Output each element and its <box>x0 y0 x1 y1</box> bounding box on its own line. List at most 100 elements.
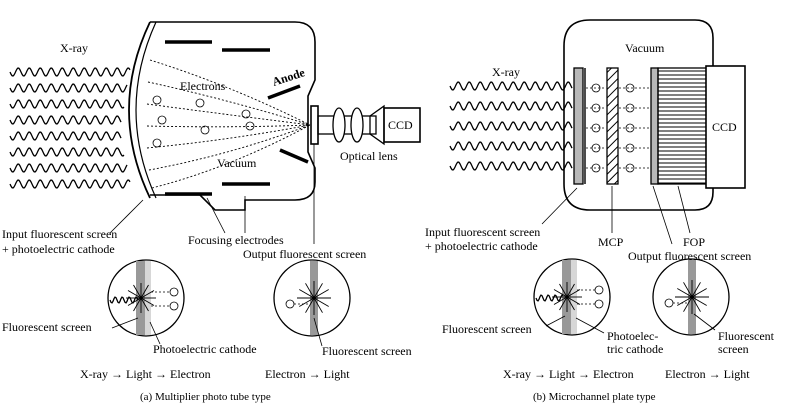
left-detail-b <box>273 259 351 347</box>
left-ccd <box>383 107 421 143</box>
right-ccd <box>705 65 746 189</box>
left-xray-waves <box>9 67 131 189</box>
left-focusing-label: Focusing electrodes <box>188 233 284 247</box>
left-xray-wave <box>9 131 122 141</box>
left-detail-b-light-ray <box>305 283 315 299</box>
left-conversion-1: X-ray → Light → Electron <box>80 367 211 381</box>
left-anode-top <box>267 84 301 100</box>
right-photo-label-1: Photoelec- <box>607 329 659 343</box>
left-conversion-2: Electron → Light <box>265 367 350 381</box>
left-detail-a-light-ray <box>127 297 142 306</box>
left-detail-b-light-ray <box>313 283 323 299</box>
left-optical-lens-1 <box>332 107 346 143</box>
left-xray-wave <box>9 67 131 77</box>
left-detail-a-light-ray <box>140 297 149 312</box>
left-fluor-screen-b-label: Fluorescent screen <box>322 344 412 358</box>
left-output-screen-label: Output fluorescent screen <box>243 247 367 261</box>
left-electrons-label: Electrons <box>180 79 226 93</box>
right-detail-b-light-ray <box>677 288 693 298</box>
right-input-screen <box>573 67 584 185</box>
right-mcp-label: MCP <box>598 235 624 249</box>
right-detail-a-light-ray <box>566 296 575 311</box>
right-fop-fibers <box>658 70 706 184</box>
left-detail-a-light-ray <box>140 297 155 306</box>
left-detail-b-light-ray <box>313 289 329 299</box>
right-vacuum-box <box>563 19 714 211</box>
left-detail-a-light-ray <box>133 284 142 299</box>
right-fluor-screen-b-label-1: Fluorescent <box>718 329 774 343</box>
right-conversion-1: X-ray → Light → Electron <box>503 367 634 381</box>
right-detail-a-light-ray <box>559 283 568 298</box>
right-detail-a-light-ray <box>559 296 568 311</box>
right-detail-b-light-ray <box>677 296 693 306</box>
left-optical-lens-2 <box>350 107 364 143</box>
right-detail-a-light-ray <box>553 289 568 298</box>
left-optical-lens-label: Optical lens <box>340 149 398 163</box>
right-vacuum-label: Vacuum <box>625 41 665 55</box>
right-detail-b <box>652 258 730 336</box>
right-mcp <box>606 67 619 185</box>
right-detail-a-light-ray <box>566 296 581 305</box>
right-caption: (b) Microchannel plate type <box>533 391 656 403</box>
right-fluor-screen-a-label: Fluorescent screen <box>442 322 532 336</box>
left-detail-b-light-ray <box>299 289 315 299</box>
left-detail-b-light-ray <box>313 297 323 313</box>
right-xray-wave <box>449 161 573 171</box>
left-caption: (a) Multiplier photo tube type <box>140 391 271 403</box>
left-ccd-label: CCD <box>388 118 413 132</box>
right-detail-b-light-ray <box>691 282 701 298</box>
left-detail-b-light-ray <box>313 297 329 307</box>
left-xray-wave <box>9 179 131 189</box>
left-xray-label: X-ray <box>60 41 88 55</box>
right-xray-waves <box>449 81 573 171</box>
right-detail-a <box>533 258 611 336</box>
right-xray-wave <box>449 121 573 131</box>
left-ccd-neck <box>369 104 385 146</box>
right-xray-wave <box>449 141 573 151</box>
left-fluor-screen-a-label: Fluorescent screen <box>2 320 92 334</box>
left-xray-wave <box>9 115 122 125</box>
right-cathode-label: + photoelectric cathode <box>425 239 538 253</box>
right-ccd-label: CCD <box>712 120 737 134</box>
right-electron-paths <box>586 83 650 173</box>
left-photo-cathode-label: Photoelectric cathode <box>153 342 257 356</box>
left-cathode-label: + photoelectric cathode <box>2 242 115 256</box>
right-xray-wave <box>449 81 573 91</box>
left-detail-b-light-ray <box>299 297 315 307</box>
right-detail-b-light-ray <box>691 288 707 298</box>
left-detail-a-light-ray <box>127 290 142 299</box>
right-conversion-2: Electron → Light <box>665 367 750 381</box>
right-detail-b-light-ray <box>691 296 707 306</box>
right-detail-a-light-ray <box>566 289 581 298</box>
left-xray-wave <box>9 147 125 157</box>
right-fop-label: FOP <box>683 235 706 249</box>
left-electron-dots <box>152 95 255 148</box>
left-lens-tube <box>317 115 377 135</box>
right-xray-wave <box>449 101 573 111</box>
right-output-screen <box>650 67 659 185</box>
right-detail-b-light-ray <box>683 282 693 298</box>
left-detail-b-light-ray <box>305 297 315 313</box>
right-fluor-screen-b-label-2: screen <box>718 342 749 356</box>
left-detail-a-light-ray <box>133 297 142 312</box>
right-detail-b-light-ray <box>691 296 701 312</box>
left-input-window <box>128 21 151 199</box>
right-detail-b-light-ray <box>683 296 693 312</box>
left-electron-paths <box>146 59 311 189</box>
right-xray-label: X-ray <box>492 65 520 79</box>
left-tube-body <box>150 21 316 211</box>
right-output-screen-label: Output fluorescent screen <box>628 249 752 263</box>
left-detail-a-light-ray <box>140 284 149 299</box>
right-detail-a-light-ray <box>566 283 575 298</box>
left-xray-wave <box>9 163 128 173</box>
left-anode-bot <box>279 148 309 164</box>
right-photo-label-2: tric cathode <box>607 342 664 356</box>
right-input-screen-label: Input fluorescent screen <box>425 225 541 239</box>
left-input-screen-label: Input fluorescent screen <box>2 227 118 241</box>
left-xray-wave <box>9 83 128 93</box>
left-detail-a <box>107 259 185 345</box>
left-output-screen <box>310 105 319 145</box>
right-detail-a-light-ray <box>553 296 568 305</box>
left-vacuum-label: Vacuum <box>217 156 257 170</box>
